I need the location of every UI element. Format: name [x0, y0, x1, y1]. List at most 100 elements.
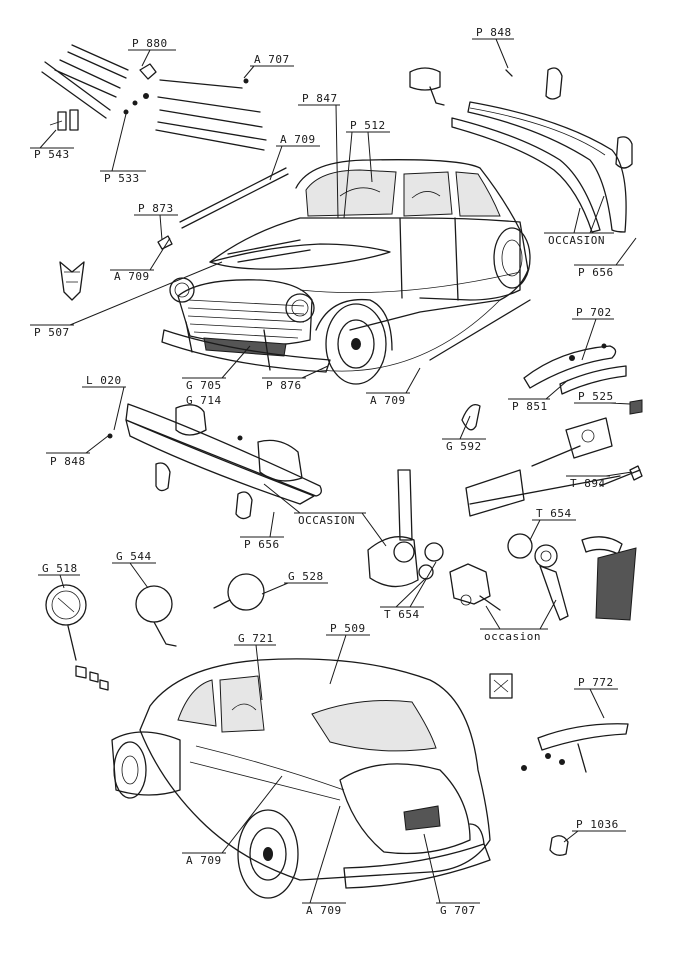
label-a709-top: A 709 — [269, 133, 320, 181]
label-g528: G 528 — [261, 570, 328, 595]
label-occasion-top: OCCASION — [544, 195, 614, 247]
label-p847-text: P 847 — [302, 92, 338, 105]
label-p507-text: P 507 — [34, 326, 70, 339]
label-p525-text: P 525 — [578, 390, 614, 403]
label-p525: P 525 — [574, 390, 631, 405]
label-p873: P 873 — [134, 202, 178, 241]
label-a709-top-text: A 709 — [280, 133, 316, 146]
label-a709-mid: A 709 — [366, 367, 421, 407]
label-a709-bottom-left: A 709 — [182, 775, 283, 867]
label-a707: A 707 — [243, 53, 294, 79]
label-p848-top-text: P 848 — [476, 26, 512, 39]
door-handle-p702 — [523, 343, 627, 395]
label-p880-text: P 880 — [132, 37, 168, 50]
label-g518-text: G 518 — [42, 562, 78, 575]
rear-bumper-top — [451, 67, 633, 233]
window-winder-assy — [367, 469, 491, 606]
label-g707: G 707 — [423, 833, 480, 917]
label-p848-top: P 848 — [472, 26, 514, 69]
label-g721: G 721 — [234, 632, 276, 701]
label-occasion-lower: occasion — [480, 599, 557, 643]
label-g544: G 544 — [112, 550, 156, 589]
lock-mechanism-p525 — [531, 399, 643, 467]
mirror-g528 — [213, 573, 265, 611]
label-g592-text: G 592 — [446, 440, 482, 453]
label-a709-left: A 709 — [110, 237, 171, 283]
door-handles-t654 — [479, 533, 637, 621]
label-p772-text: P 772 — [578, 676, 614, 689]
label-g714: G 714 — [186, 394, 222, 407]
label-p656-mid-text: P 656 — [244, 538, 280, 551]
label-t654-right-text: T 654 — [536, 507, 572, 520]
label-t894-text: T 894 — [570, 477, 606, 490]
clip-part-p543 — [49, 109, 79, 131]
label-a709-bottom-mid: A 709 — [302, 805, 346, 917]
label-l020-text: L 020 — [86, 374, 122, 387]
window-regulator-t894 — [465, 465, 643, 517]
label-a707-text: A 707 — [254, 53, 290, 66]
label-p847: P 847 — [298, 92, 340, 219]
label-p851: P 851 — [508, 379, 569, 413]
mirror-g518 — [45, 584, 109, 691]
label-p772: P 772 — [574, 676, 618, 719]
label-p507: P 507 — [30, 261, 223, 339]
trim-strips-top-left — [41, 44, 267, 151]
label-p851-text: P 851 — [512, 400, 548, 413]
label-p533-text: P 533 — [104, 172, 140, 185]
rear-car-illustration — [111, 658, 491, 899]
label-p543: P 543 — [30, 129, 74, 161]
label-occasion-top-text: OCCASION — [548, 234, 605, 247]
label-occasion-mid-text: OCCASION — [298, 514, 355, 527]
handle-part-center — [489, 673, 513, 699]
label-p880: P 880 — [128, 37, 176, 67]
label-p848-left: P 848 — [46, 435, 109, 468]
label-g528-text: G 528 — [288, 570, 324, 583]
label-p1036: P 1036 — [563, 818, 626, 843]
label-p512: P 512 — [343, 119, 390, 219]
label-p702-text: P 702 — [576, 306, 612, 319]
clip-part-p1036 — [549, 835, 569, 856]
label-g544-text: G 544 — [116, 550, 152, 563]
label-g518: G 518 — [38, 562, 80, 589]
label-g714-text: G 714 — [186, 394, 222, 407]
label-t654-right: T 654 — [529, 507, 576, 541]
hinge-part-p848 — [409, 67, 445, 106]
label-g705: G 705 — [182, 345, 251, 392]
label-p873-text: P 873 — [138, 202, 174, 215]
hood-emblem-p507 — [59, 261, 85, 301]
label-l020: L 020 — [82, 374, 126, 431]
label-p543-text: P 543 — [34, 148, 70, 161]
label-t894: T 894 — [566, 471, 633, 490]
side-trim-strips — [157, 167, 531, 361]
label-p509: P 509 — [326, 622, 370, 685]
label-p848-left-text: P 848 — [50, 455, 86, 468]
front-bumper — [107, 403, 322, 520]
label-a709-bl-text: A 709 — [186, 854, 222, 867]
mirror-g544 — [135, 585, 177, 647]
label-p702: P 702 — [572, 306, 614, 361]
label-p512-text: P 512 — [350, 119, 386, 132]
front-car-illustration — [161, 159, 531, 385]
label-g721-text: G 721 — [238, 632, 274, 645]
label-g707-text: G 707 — [440, 904, 476, 917]
label-a709-mid-text: A 709 — [370, 394, 406, 407]
label-t654-mid: T 654 — [380, 561, 437, 621]
label-g705-text: G 705 — [186, 379, 222, 392]
label-p509-text: P 509 — [330, 622, 366, 635]
label-t654-mid-text: T 654 — [384, 608, 420, 621]
label-occasion-lower-text: occasion — [484, 630, 541, 643]
latch-part-p772 — [521, 723, 629, 773]
label-g592: G 592 — [442, 415, 486, 453]
label-p656-mid: P 656 — [240, 511, 284, 551]
label-p656-right-text: P 656 — [578, 266, 614, 279]
label-p656-right: P 656 — [574, 237, 637, 279]
label-a709-bm-text: A 709 — [306, 904, 342, 917]
label-occasion-mid: OCCASION — [263, 483, 387, 547]
label-p876: P 876 — [262, 365, 329, 392]
label-p533: P 533 — [100, 113, 146, 185]
bracket-g592 — [461, 403, 481, 431]
label-p876-text: P 876 — [266, 379, 302, 392]
label-a709-left-text: A 709 — [114, 270, 150, 283]
label-p1036-text: P 1036 — [576, 818, 619, 831]
